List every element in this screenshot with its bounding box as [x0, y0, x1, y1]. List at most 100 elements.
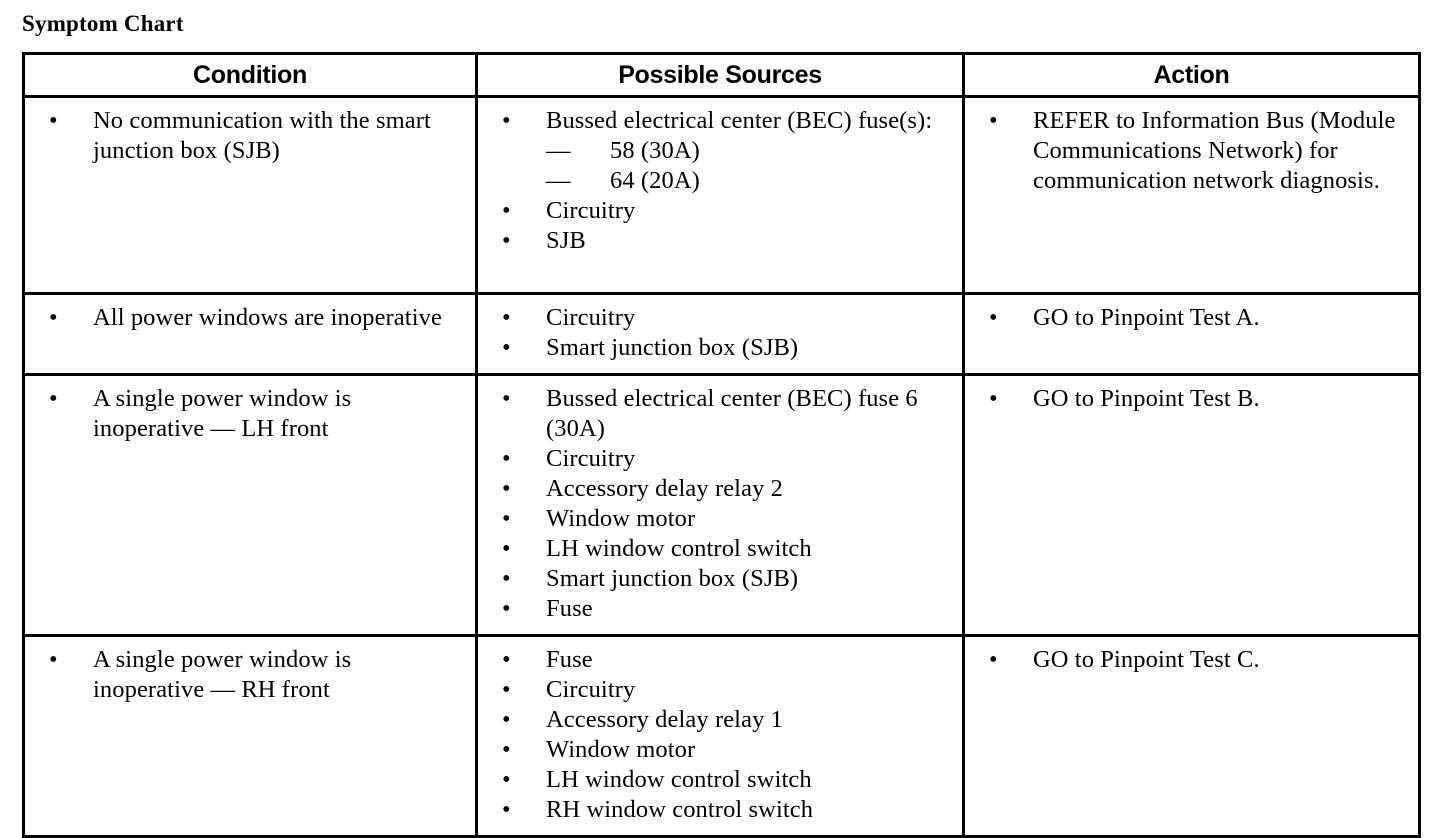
list-item: • SJB	[488, 226, 952, 256]
list-item-label: LH window control switch	[546, 766, 812, 793]
condition-list: • All power windows are inoperative	[35, 303, 465, 333]
list-item: • Circuitry	[488, 196, 952, 226]
list-item: • Circuitry	[488, 675, 952, 705]
cell-possible-sources: • Bussed electrical center (BEC) fuse(s)…	[475, 95, 965, 295]
list-item: • Accessory delay relay 1	[488, 705, 952, 735]
cell-condition: • A single power window is inoperative —…	[22, 634, 478, 838]
list-item-label: Circuitry	[546, 676, 636, 703]
table-row: • All power windows are inoperative • Ci…	[22, 292, 1421, 376]
sub-list-item-label: 64 (20A)	[610, 167, 700, 194]
page-title: Symptom Chart	[22, 11, 184, 36]
list-item-label: Circuitry	[546, 304, 636, 331]
sources-list: • Bussed electrical center (BEC) fuse(s)…	[488, 106, 952, 256]
list-item: • REFER to Information Bus (Module Commu…	[975, 106, 1408, 196]
list-item: • GO to Pinpoint Test A.	[975, 303, 1408, 333]
bullet-icon: •	[989, 646, 998, 673]
list-item: • Bussed electrical center (BEC) fuse 6 …	[488, 384, 952, 444]
cell-action: • GO to Pinpoint Test C.	[962, 634, 1421, 838]
cell-possible-sources: • Circuitry • Smart junction box (SJB)	[475, 292, 965, 376]
condition-list: • No communication with the smart juncti…	[35, 106, 465, 166]
table-header: Condition Possible Sources Action	[22, 52, 1421, 98]
list-item-label: SJB	[546, 227, 586, 254]
list-item-label: Accessory delay relay 1	[546, 706, 783, 733]
list-item: • RH window control switch	[488, 795, 952, 825]
list-item: • All power windows are inoperative	[35, 303, 465, 333]
bullet-icon: •	[502, 595, 511, 622]
bullet-icon: •	[502, 334, 511, 361]
cell-possible-sources: • Fuse • Circuitry • Accessory delay rel…	[475, 634, 965, 838]
list-item-label: All power windows are inoperative	[93, 304, 442, 331]
sources-sublist: — 58 (30A) — 64 (20A)	[546, 136, 952, 196]
table-header-row: Condition Possible Sources Action	[22, 52, 1421, 98]
table-body: • No communication with the smart juncti…	[22, 95, 1421, 838]
bullet-icon: •	[502, 304, 511, 331]
bullet-icon: •	[502, 197, 511, 224]
cell-possible-sources: • Bussed electrical center (BEC) fuse 6 …	[475, 373, 965, 637]
list-item-label: Smart junction box (SJB)	[546, 334, 799, 361]
em-dash-icon: —	[546, 137, 571, 164]
table-row: • A single power window is inoperative —…	[22, 634, 1421, 838]
list-item-label: A single power window is inoperative — R…	[93, 646, 352, 703]
bullet-icon: •	[989, 304, 998, 331]
bullet-icon: •	[502, 706, 511, 733]
bullet-icon: •	[49, 385, 58, 412]
bullet-icon: •	[49, 107, 58, 134]
list-item-label: Window motor	[546, 736, 696, 763]
condition-list: • A single power window is inoperative —…	[35, 645, 465, 705]
bullet-icon: •	[502, 796, 511, 823]
table-row: • No communication with the smart juncti…	[22, 95, 1421, 295]
bullet-icon: •	[502, 676, 511, 703]
bullet-icon: •	[502, 736, 511, 763]
cell-condition: • A single power window is inoperative —…	[22, 373, 478, 637]
sub-list-item: — 64 (20A)	[546, 166, 952, 196]
cell-condition: • All power windows are inoperative	[22, 292, 478, 376]
action-list: • GO to Pinpoint Test B.	[975, 384, 1408, 414]
list-item-label: Window motor	[546, 505, 696, 532]
cell-condition: • No communication with the smart juncti…	[22, 95, 478, 295]
list-item-label: GO to Pinpoint Test B.	[1033, 385, 1260, 412]
list-item: • Bussed electrical center (BEC) fuse(s)…	[488, 106, 952, 196]
sub-list-item: — 58 (30A)	[546, 136, 952, 166]
cell-action: • GO to Pinpoint Test A.	[962, 292, 1421, 376]
action-list: • GO to Pinpoint Test A.	[975, 303, 1408, 333]
list-item: • Circuitry	[488, 303, 952, 333]
list-item-label: GO to Pinpoint Test C.	[1033, 646, 1260, 673]
sources-list: • Bussed electrical center (BEC) fuse 6 …	[488, 384, 952, 624]
bullet-icon: •	[502, 535, 511, 562]
list-item-label: RH window control switch	[546, 796, 814, 823]
list-item: • No communication with the smart juncti…	[35, 106, 465, 166]
list-item: • Fuse	[488, 594, 952, 624]
bullet-icon: •	[502, 766, 511, 793]
bullet-icon: •	[49, 646, 58, 673]
list-item-label: Bussed electrical center (BEC) fuse(s):	[546, 107, 933, 134]
list-item-label: Circuitry	[546, 197, 636, 224]
bullet-icon: •	[502, 107, 511, 134]
em-dash-icon: —	[546, 167, 571, 194]
list-item-label: GO to Pinpoint Test A.	[1033, 304, 1260, 331]
cell-action: • REFER to Information Bus (Module Commu…	[962, 95, 1421, 295]
bullet-icon: •	[502, 505, 511, 532]
column-header-condition: Condition	[22, 52, 478, 98]
list-item: • A single power window is inoperative —…	[35, 645, 465, 705]
list-item: • Window motor	[488, 504, 952, 534]
bullet-icon: •	[502, 475, 511, 502]
list-item-label: No communication with the smart junction…	[93, 107, 431, 164]
list-item-label: Circuitry	[546, 445, 636, 472]
sources-list: • Fuse • Circuitry • Accessory delay rel…	[488, 645, 952, 825]
column-header-action: Action	[962, 52, 1421, 98]
cell-action: • GO to Pinpoint Test B.	[962, 373, 1421, 637]
list-item: • LH window control switch	[488, 534, 952, 564]
bullet-icon: •	[502, 445, 511, 472]
list-item: • Circuitry	[488, 444, 952, 474]
bullet-icon: •	[49, 304, 58, 331]
list-item: • Fuse	[488, 645, 952, 675]
list-item: • GO to Pinpoint Test B.	[975, 384, 1408, 414]
list-item-label: Smart junction box (SJB)	[546, 565, 799, 592]
sources-list: • Circuitry • Smart junction box (SJB)	[488, 303, 952, 363]
action-list: • GO to Pinpoint Test C.	[975, 645, 1408, 675]
column-header-possible-sources: Possible Sources	[475, 52, 965, 98]
action-list: • REFER to Information Bus (Module Commu…	[975, 106, 1408, 196]
list-item-label: Fuse	[546, 646, 593, 673]
list-item-label: Bussed electrical center (BEC) fuse 6 (3…	[546, 385, 918, 442]
